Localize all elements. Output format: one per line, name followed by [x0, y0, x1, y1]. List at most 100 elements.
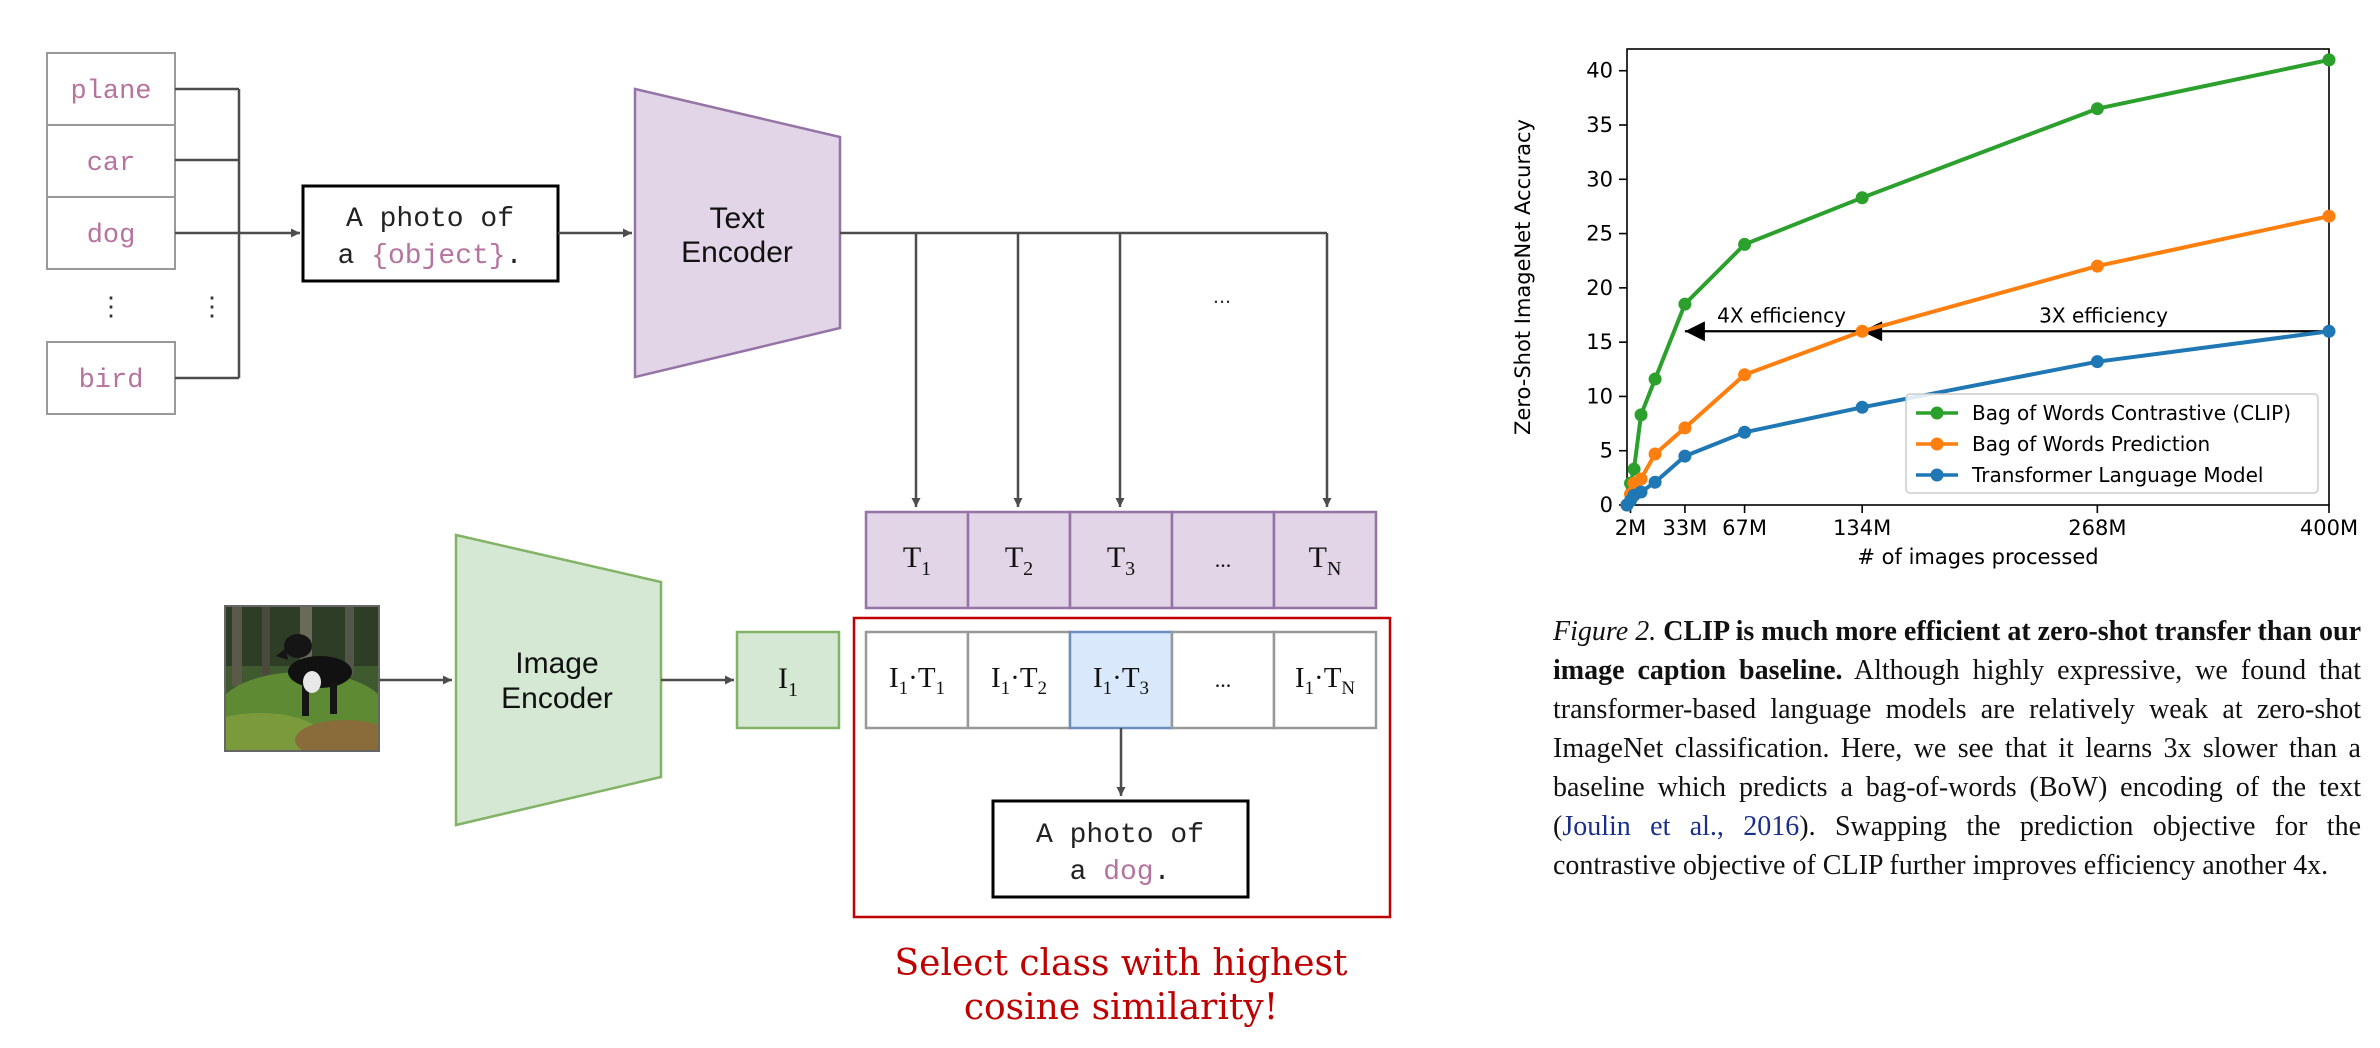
- y-tick-label: 40: [1586, 59, 1613, 83]
- class-label-plane: plane: [70, 77, 151, 107]
- series-point-1: [1855, 324, 1869, 338]
- x-tick-label: 2M: [1615, 516, 1646, 540]
- series-point-0: [2090, 102, 2104, 116]
- series-line-0: [1625, 57, 2330, 506]
- series-point-0: [1738, 237, 1752, 251]
- class-box-bird: [46, 341, 176, 415]
- text-encoder-line2: Encoder: [681, 236, 793, 269]
- x-tick-label: 400M: [2300, 516, 2358, 540]
- x-tick-label: 268M: [2068, 516, 2126, 540]
- similarity-3: I1·T3: [1093, 662, 1149, 699]
- zero-shot-diagram: plane car dog ⋮ ⋮ bird A photo of a {obj…: [46, 52, 1392, 1028]
- text-token-3: T3: [1107, 541, 1135, 580]
- legend-marker-bow-pred: [1930, 437, 1944, 451]
- y-tick-label: 10: [1586, 384, 1613, 408]
- select-note-line2: cosine similarity!: [964, 987, 1278, 1028]
- legend: Bag of Words Contrastive (CLIP) Bag of W…: [1905, 393, 2319, 494]
- efficiency-label: 3X efficiency: [2039, 303, 2168, 327]
- caption-citation-link[interactable]: Joulin et al., 2016: [1562, 811, 1800, 842]
- legend-label-bow-pred: Bag of Words Prediction: [1972, 432, 2210, 456]
- prompt-line1: A photo of: [346, 204, 514, 235]
- text-encoder: Text Encoder: [633, 87, 842, 379]
- y-axis: 0 5 10 15 20 25 30 35 40: [1586, 59, 1627, 517]
- select-note-line1: Select class with highest: [895, 943, 1349, 984]
- series-point-0: [1678, 297, 1692, 311]
- x-axis-label: # of images processed: [1857, 545, 2098, 569]
- image-token: I1: [778, 662, 798, 701]
- legend-marker-clip: [1930, 406, 1944, 420]
- series-point-0: [1648, 372, 1662, 386]
- input-image-frame: [224, 605, 380, 752]
- class-dots: ⋮: [98, 293, 124, 323]
- y-axis-label: Zero-Shot ImageNet Accuracy: [1511, 119, 1535, 435]
- y-tick-label: 15: [1586, 330, 1613, 354]
- series-point-1: [1648, 447, 1662, 461]
- class-box-car: [46, 124, 176, 198]
- similarity-2: I1·T2: [991, 662, 1047, 699]
- series-point-0: [1634, 408, 1648, 422]
- series-group: [1620, 53, 2336, 512]
- result-box: A photo of a dog.: [991, 799, 1250, 899]
- selection-frame: [852, 616, 1392, 919]
- class-bracket: [175, 87, 300, 380]
- y-tick-label: 0: [1600, 493, 1613, 517]
- caption-body-2: ). Swapping the prediction objective for…: [1553, 811, 2361, 881]
- caption-body-1: Although highly expressive, we found tha…: [1553, 655, 2361, 842]
- series-point-2: [1738, 425, 1752, 439]
- y-tick-label: 20: [1586, 276, 1613, 300]
- text-feature-arrows: [840, 231, 1332, 507]
- figure-caption: Figure 2. CLIP is much more efficient at…: [1553, 612, 2361, 885]
- caption-title: CLIP is much more efficient at zero-shot…: [1553, 616, 2362, 686]
- series-point-2: [1855, 400, 1869, 414]
- efficiency-label: 4X efficiency: [1717, 303, 1846, 327]
- x-tick-label: 33M: [1662, 516, 1707, 540]
- y-tick-label: 30: [1586, 167, 1613, 191]
- series-point-2: [1634, 485, 1648, 499]
- class-label-dog: dog: [87, 221, 136, 251]
- similarity-row: I1·T1 I1·T2 I1·T3 ... I1·TN: [864, 630, 1378, 730]
- caption-label: Figure 2.: [1553, 616, 1657, 647]
- text-token-1: T1: [903, 541, 931, 580]
- y-tick-label: 25: [1586, 222, 1613, 246]
- series-point-1: [2322, 209, 2336, 223]
- series-point-0: [1627, 462, 1641, 476]
- series-point-2: [2322, 324, 2336, 338]
- series-point-2: [2090, 355, 2104, 369]
- similarity-ellipsis: ...: [1215, 667, 1232, 692]
- series-point-1: [1738, 368, 1752, 382]
- similarity-highlight: [1068, 630, 1174, 730]
- series-point-2: [1648, 475, 1662, 489]
- image-token-box: [735, 630, 841, 730]
- text-token-2: T2: [1005, 541, 1033, 580]
- prompt-line2: a {object}.: [338, 241, 523, 272]
- series-point-1: [2090, 259, 2104, 273]
- series-point-1: [1634, 472, 1648, 486]
- y-tick-label: 5: [1600, 439, 1613, 463]
- image-encoder-line1: Image: [515, 647, 598, 680]
- text-token-ellipsis: ...: [1215, 547, 1232, 572]
- y-tick-label: 35: [1586, 113, 1613, 137]
- x-tick-label: 134M: [1833, 516, 1891, 540]
- text-token-row: T1 T2 T3 ... TN: [864, 510, 1378, 610]
- class-box-plane: [46, 52, 176, 126]
- text-token-n: TN: [1309, 541, 1342, 580]
- efficiency-chart: 0 5 10 15 20 25 30 35 40 2M 33M 67M 134M 268M 400M Ze…: [1511, 48, 2358, 569]
- x-axis: 2M 33M 67M 134M 268M 400M: [1615, 505, 2358, 540]
- efficiency-annotations: 4X efficiency 3X efficiency: [1684, 303, 2329, 342]
- input-image: [225, 606, 379, 751]
- class-label-car: car: [87, 149, 136, 179]
- result-line1: A photo of: [1036, 820, 1204, 851]
- series-point-0: [1855, 191, 1869, 205]
- result-line2: a dog.: [1070, 857, 1171, 888]
- similarity-n: I1·TN: [1295, 662, 1356, 699]
- x-tick-label: 67M: [1722, 516, 1767, 540]
- class-list: plane car dog ⋮ ⋮ bird: [46, 52, 225, 415]
- similarity-1: I1·T1: [889, 662, 945, 699]
- text-encoder-line1: Text: [709, 202, 765, 235]
- series-point-2: [1678, 449, 1692, 463]
- prompt-template: A photo of a {object}.: [301, 184, 560, 283]
- plot-frame: [1626, 48, 2330, 506]
- legend-label-clip: Bag of Words Contrastive (CLIP): [1972, 401, 2291, 425]
- class-label-bird: bird: [79, 366, 144, 396]
